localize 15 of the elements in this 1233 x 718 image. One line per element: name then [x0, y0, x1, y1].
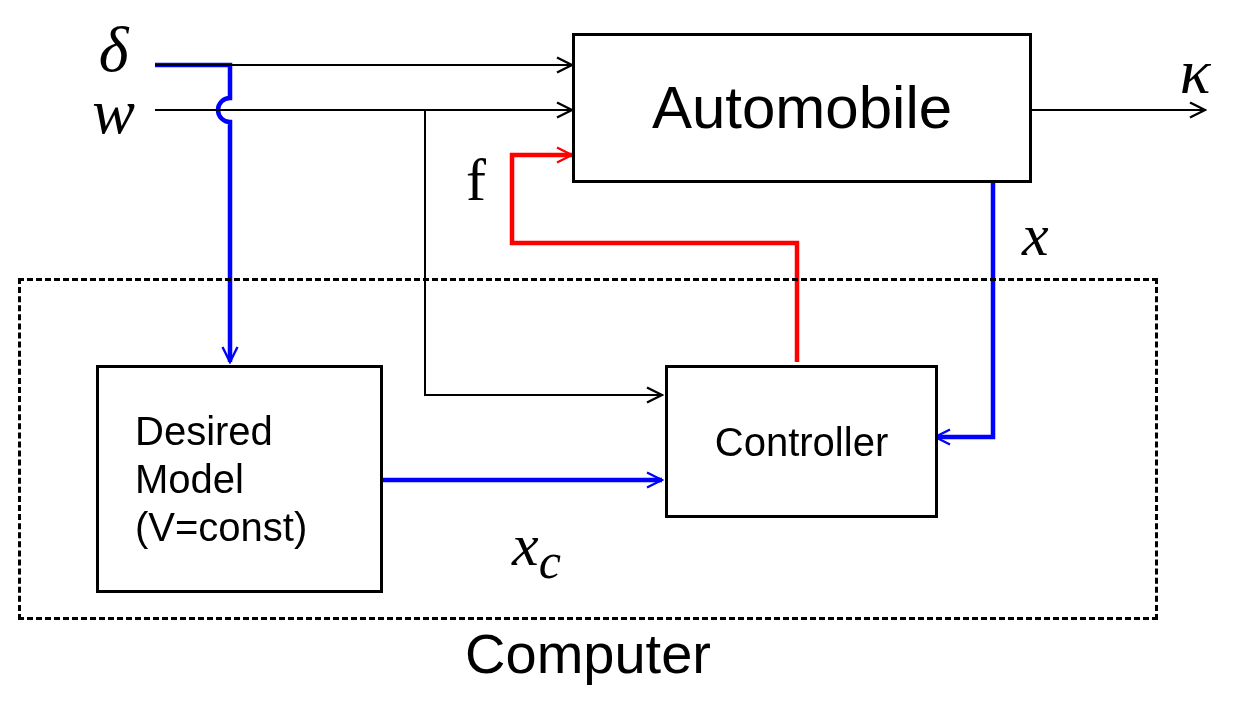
- group-label: Computer: [464, 621, 712, 687]
- w-symbol: w: [72, 80, 155, 140]
- block-label: Controller: [714, 418, 889, 466]
- block-label: Automobile: [651, 73, 953, 143]
- arrow: [1031, 101, 1207, 119]
- arrow: [155, 62, 239, 364]
- arrow: [509, 146, 800, 362]
- arrow: [154, 109, 664, 404]
- automobile-block: [572, 33, 1032, 183]
- arrow: [154, 56, 574, 74]
- controller-block: [665, 365, 938, 518]
- block-label: Desired Model (V=const): [134, 408, 309, 551]
- delta-symbol: δ: [72, 18, 155, 80]
- desired-model-block: [96, 365, 383, 593]
- kappa-symbol: κ: [1160, 40, 1230, 110]
